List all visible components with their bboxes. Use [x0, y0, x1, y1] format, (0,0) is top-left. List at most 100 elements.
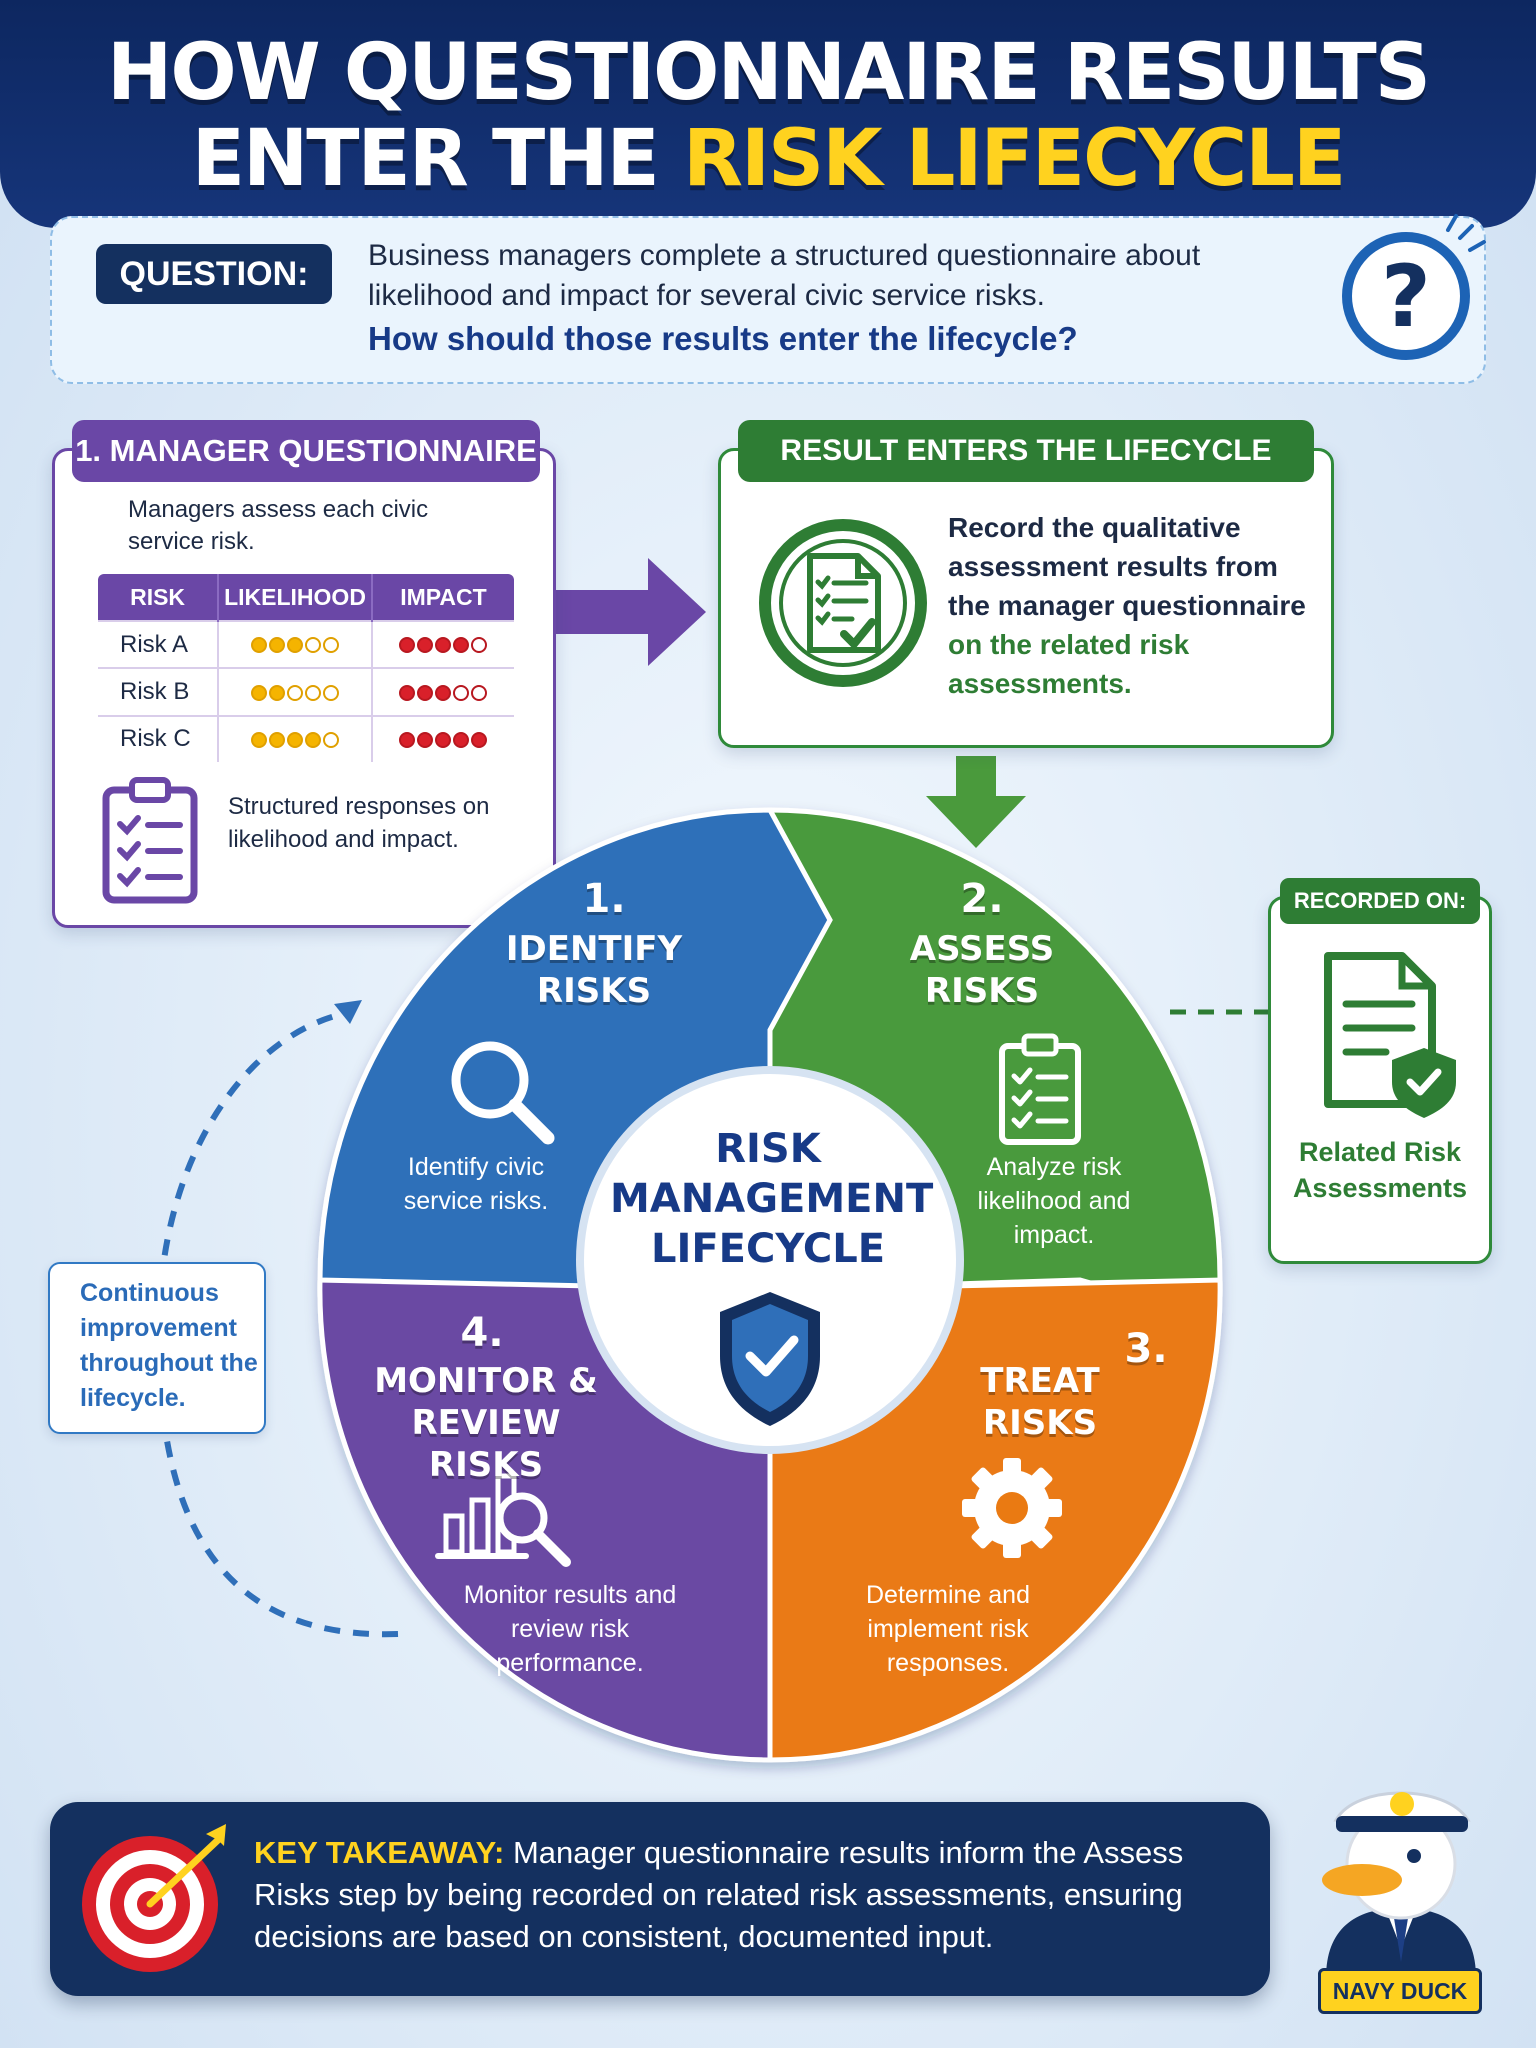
takeaway-body: Manager questionnaire results inform the…: [254, 1835, 1184, 1954]
impact-dot: [417, 731, 434, 748]
checklist-icon: [999, 1033, 1081, 1145]
impact-dot: [435, 637, 452, 654]
lifecycle-wheel: [317, 807, 1223, 1763]
takeaway-label: KEY TAKEAWAY:: [254, 1835, 505, 1870]
likelihood-dot: [269, 684, 286, 701]
step-4-desc: Monitor results and review risk performa…: [463, 1581, 677, 1677]
recorded-text: Related Risk Assessments: [1292, 1137, 1468, 1203]
clipboard-icon: [102, 777, 198, 904]
step-3-title: TREAT RISKS: [980, 1361, 1100, 1443]
risk-name: Risk C: [98, 714, 220, 762]
impact-dot: [435, 684, 452, 701]
improvement-box: [48, 1262, 266, 1434]
step-4-number: 4.: [460, 1310, 504, 1356]
likelihood-dot: [287, 684, 304, 701]
table-header-row: RISK LIKELIHOOD IMPACT: [98, 574, 514, 621]
likelihood-dot: [269, 731, 286, 748]
header-banner: HOW QUESTIONNAIRE RESULTS ENTER THE RISK…: [0, 0, 1536, 228]
likelihood-dot: [323, 731, 340, 748]
likelihood-dot: [305, 731, 322, 748]
question-text: Business managers complete a structured …: [368, 239, 1201, 312]
question-label: QUESTION:: [96, 244, 332, 304]
improvement-text: Continuous improvement throughout the li…: [80, 1279, 258, 1412]
loop-arrowhead: [334, 1000, 362, 1024]
impact-dot: [453, 731, 470, 748]
impact-dot: [471, 731, 488, 748]
likelihood-dot: [323, 637, 340, 654]
likelihood-dot: [251, 684, 268, 701]
target-icon: [82, 1824, 226, 1972]
step-2-desc: Analyze risk likelihood and impact.: [977, 1153, 1131, 1249]
table-row: Risk A: [98, 619, 514, 669]
impact-dot: [453, 637, 470, 654]
col-impact: IMPACT: [371, 574, 514, 621]
risk-name: Risk A: [98, 619, 220, 669]
impact-dot: [471, 637, 488, 654]
gear-icon: [962, 1458, 1062, 1558]
title-line-1: HOW QUESTIONNAIRE RESULTS: [107, 28, 1431, 118]
impact-rating: [371, 667, 514, 716]
result-text-green: on the related risk assessments.: [948, 629, 1190, 699]
impact-dot: [435, 731, 452, 748]
step-2-number: 2.: [960, 876, 1004, 922]
table-row: Risk C: [98, 714, 514, 762]
lifecycle-center-title: RISK MANAGEMENT LIFECYCLE: [610, 1126, 934, 1272]
col-likelihood: LIKELIHOOD: [218, 574, 373, 621]
impact-dot: [399, 684, 416, 701]
question-ask: How should those results enter the lifec…: [368, 320, 1078, 357]
step-1-number: 1.: [582, 876, 626, 922]
questionnaire-arrow: [556, 558, 706, 666]
step-1-title: IDENTIFY RISKS: [505, 929, 683, 1011]
likelihood-dot: [287, 637, 304, 654]
manager-intro: Managers assess each civic service risk.: [128, 496, 429, 555]
navy-duck-mascot-icon: [1322, 1791, 1476, 1978]
title-prefix: ENTER THE: [191, 114, 683, 204]
result-text-main: Record the qualitative assessment result…: [948, 512, 1306, 621]
bar-chart-search-icon: [435, 1473, 571, 1567]
result-text: Record the qualitative assessment result…: [948, 508, 1318, 703]
step-2-title: ASSESS RISKS: [909, 929, 1055, 1011]
svg-text:?: ?: [1381, 247, 1431, 347]
likelihood-dot: [305, 684, 322, 701]
center-hub: [576, 1066, 964, 1454]
likelihood-rating: [218, 714, 373, 762]
impact-dot: [399, 637, 416, 654]
title-line-2: ENTER THE RISK LIFECYCLE: [0, 116, 1536, 202]
takeaway-banner: [50, 1802, 1270, 1996]
step-4-title: MONITOR & REVIEW RISKS: [374, 1361, 598, 1485]
risk-name: Risk B: [98, 667, 220, 716]
likelihood-dot: [323, 684, 340, 701]
manager-note: Structured responses on likelihood and i…: [228, 793, 490, 853]
manager-tab: 1. MANAGER QUESTIONNAIRE: [72, 420, 540, 482]
step-3-number: 3.: [1124, 1326, 1168, 1372]
step-3-desc: Determine and implement risk responses.: [866, 1581, 1030, 1677]
impact-dot: [453, 684, 470, 701]
mascot-badge: NAVY DUCK: [1318, 1968, 1482, 2014]
table-row: Risk B: [98, 667, 514, 716]
likelihood-rating: [218, 667, 373, 716]
magnifier-icon: [451, 1041, 555, 1145]
impact-dot: [417, 637, 434, 654]
impact-dot: [417, 684, 434, 701]
step-1-desc: Identify civic service risks.: [403, 1153, 549, 1215]
col-risk: RISK: [98, 574, 220, 621]
question-mark-icon: ?: [1342, 214, 1486, 360]
title-highlight: RISK LIFECYCLE: [682, 114, 1346, 204]
impact-rating: [371, 714, 514, 762]
result-tab: RESULT ENTERS THE LIFECYCLE: [738, 420, 1314, 482]
impact-dot: [471, 684, 488, 701]
result-down-arrow: [926, 756, 1026, 848]
shield-check-icon: [720, 1292, 820, 1426]
likelihood-dot: [269, 637, 286, 654]
impact-rating: [371, 619, 514, 669]
likelihood-dot: [287, 731, 304, 748]
document-shield-icon: [1324, 952, 1456, 1118]
takeaway-text: KEY TAKEAWAY: Manager questionnaire resu…: [254, 1832, 1254, 1958]
likelihood-dot: [251, 731, 268, 748]
likelihood-dot: [305, 637, 322, 654]
recorded-tab: RECORDED ON:: [1280, 878, 1480, 924]
document-check-icon: [759, 519, 927, 687]
